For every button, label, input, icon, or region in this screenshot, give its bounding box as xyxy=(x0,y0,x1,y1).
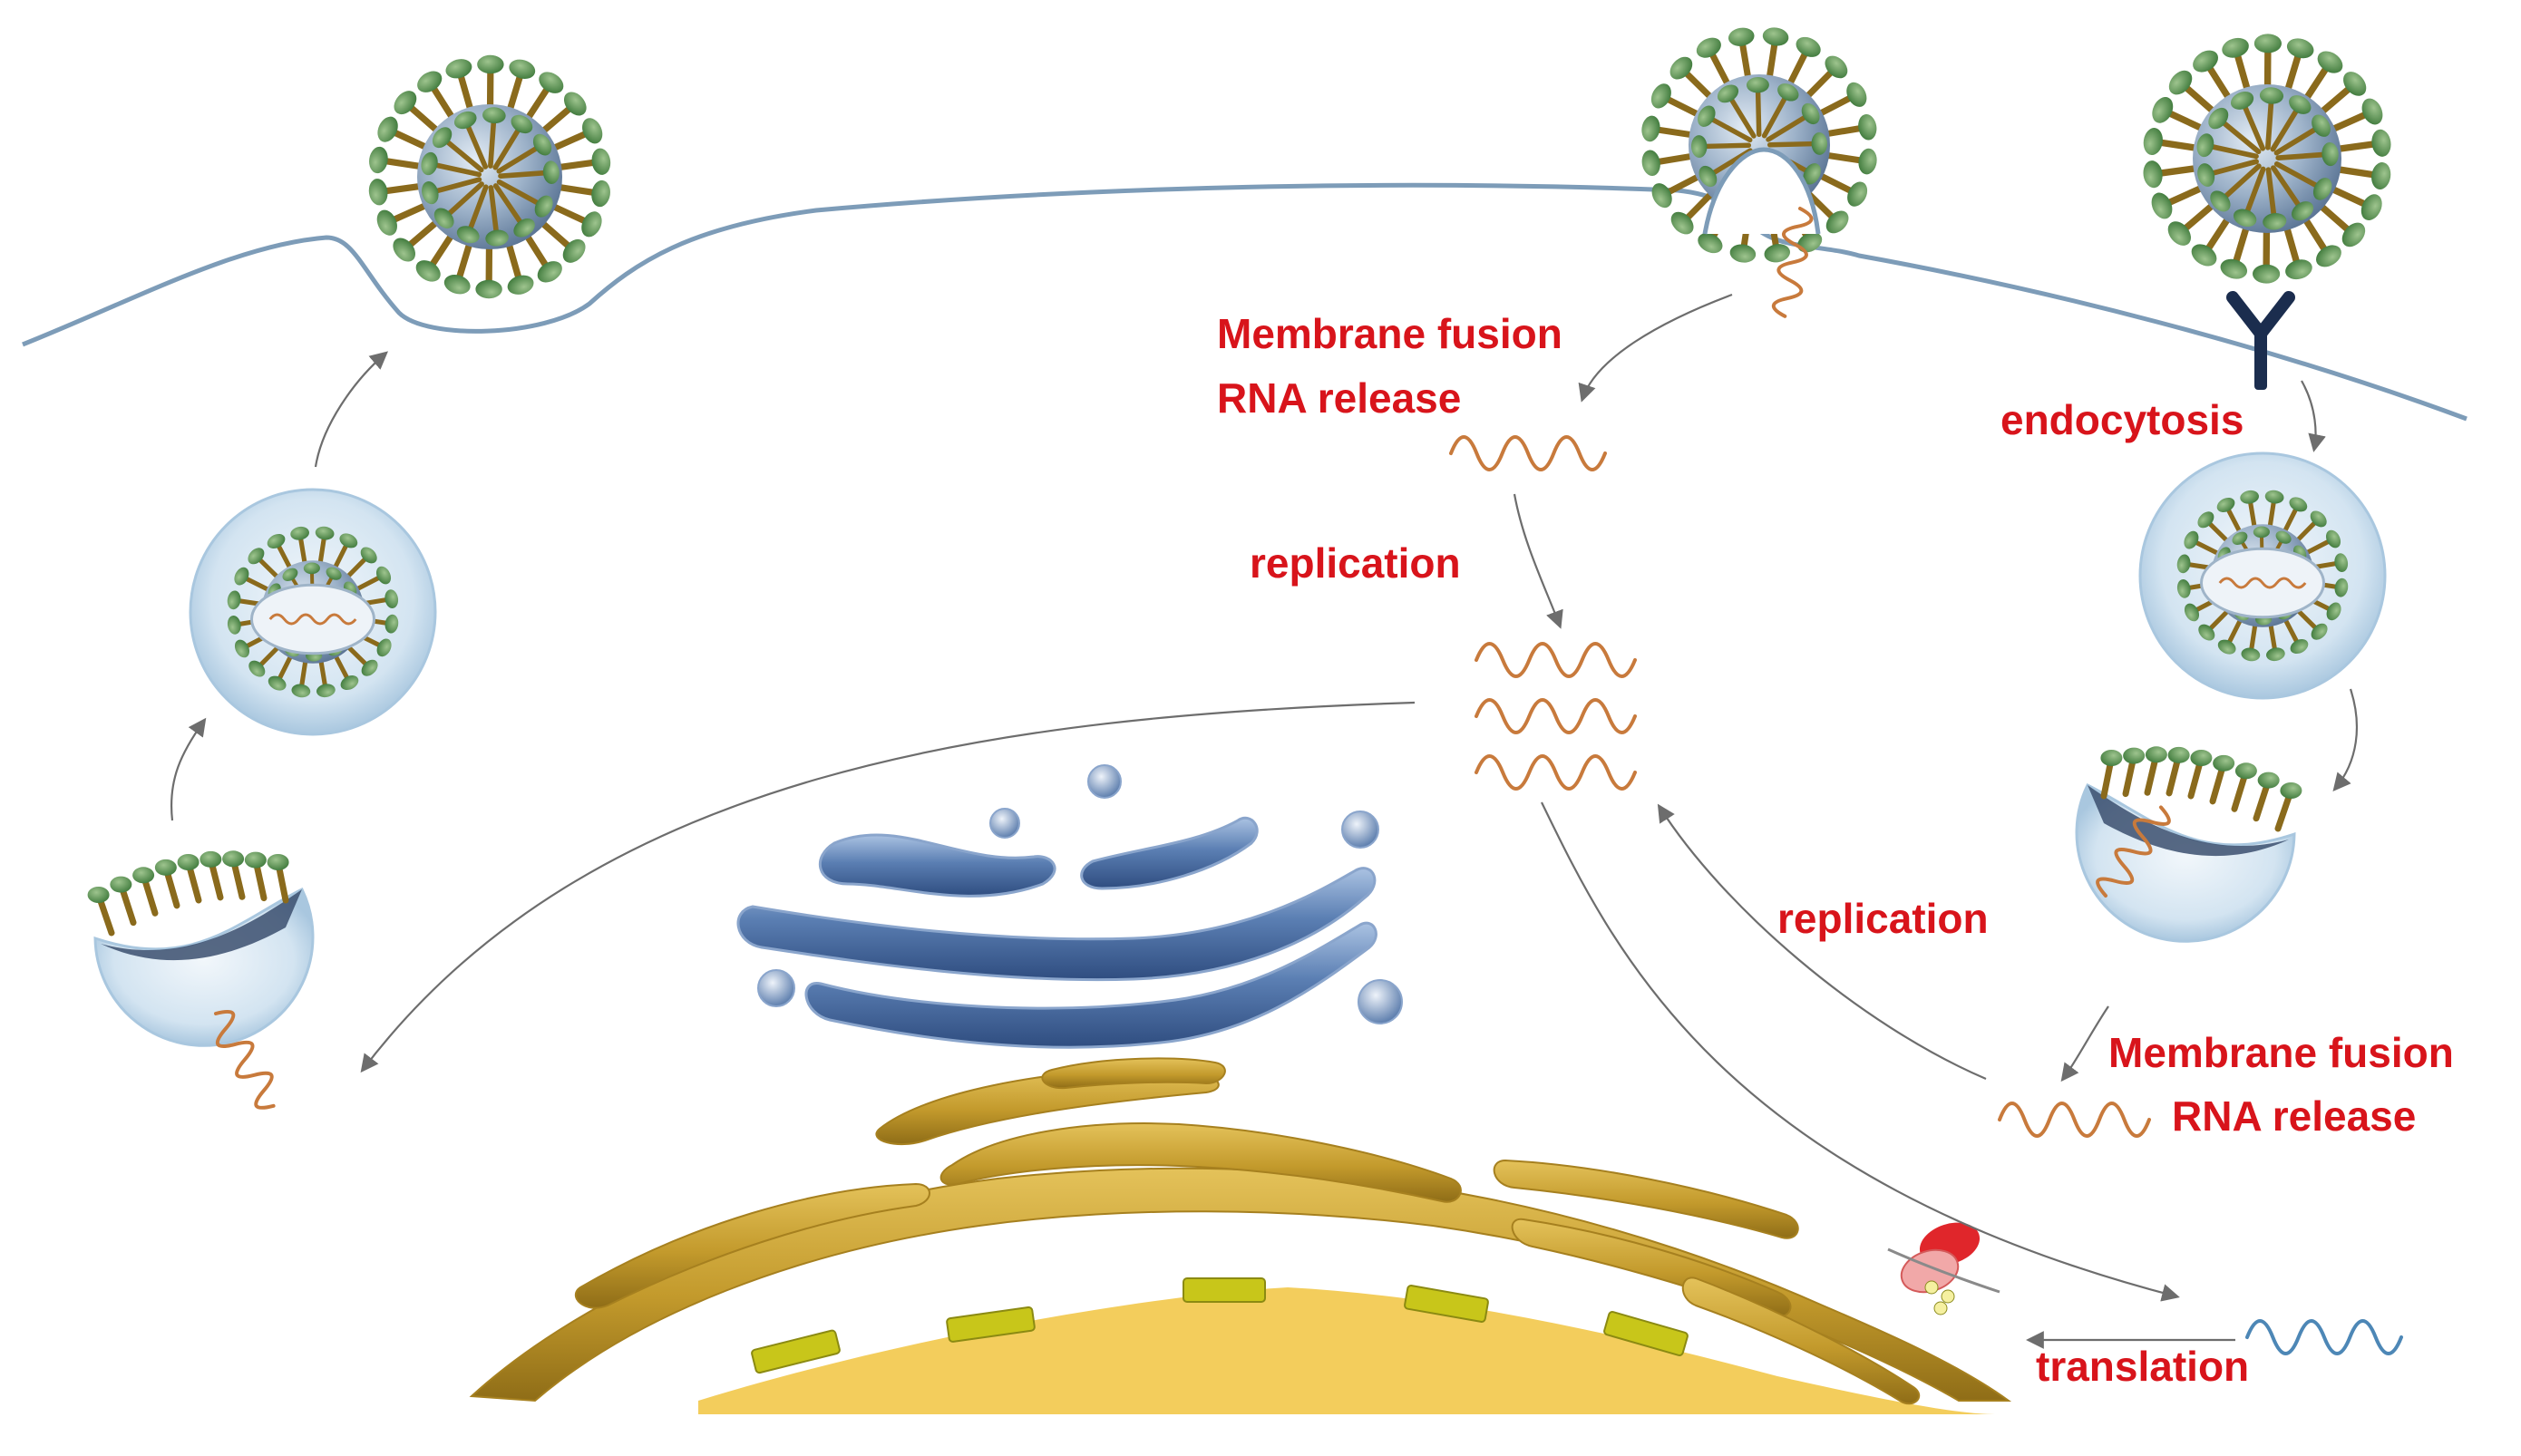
budding-virus xyxy=(368,54,611,299)
arrow-release-to-replication-right xyxy=(1657,803,1987,1081)
endocytosis-label: endocytosis xyxy=(2000,396,2244,443)
replication-label-right: replication xyxy=(1777,895,1989,942)
arrow-uncoating-to-release xyxy=(2060,1005,2109,1082)
translation-label: translation xyxy=(2036,1343,2250,1390)
rna-replicated-3 xyxy=(1475,754,1637,791)
arrow-release-to-replication xyxy=(1513,493,1563,629)
arrow-vesicle-to-budding xyxy=(314,351,389,468)
rna-translation xyxy=(2245,1319,2403,1355)
arrow-assembly-to-vesicle xyxy=(170,717,207,821)
receptor-icon xyxy=(2226,291,2295,390)
plasma-membrane xyxy=(22,182,2467,422)
arrow-vesicle-to-uncoating xyxy=(2332,688,2359,792)
arrow-replication-to-assembly xyxy=(360,701,1416,1073)
rna-replicated-1 xyxy=(1475,642,1637,678)
rna-release-label-bottom: RNA release xyxy=(2172,1092,2417,1140)
uncoating-vesicle-right xyxy=(2075,746,2302,943)
membrane-fusion-label-bottom: Membrane fusion xyxy=(2108,1029,2454,1076)
rna-in-pit xyxy=(1771,207,1814,318)
endoplasmic-reticulum xyxy=(469,1057,2012,1405)
fusion-pit xyxy=(1702,147,1821,235)
assembly-vesicle-left xyxy=(87,850,315,1047)
virus-vesicle-left xyxy=(189,488,437,736)
rna-released-top xyxy=(1449,435,1607,471)
rna-replicated-2 xyxy=(1475,698,1637,734)
ribosome-icon xyxy=(1887,1222,2000,1315)
virus-vesicle-right xyxy=(2138,451,2387,700)
nuclear-pores xyxy=(751,1277,1689,1374)
arrow-replication-to-translation xyxy=(1541,801,2180,1302)
arrow-receptor-to-vesicle xyxy=(2301,380,2326,452)
nucleus xyxy=(698,1287,1995,1414)
golgi-apparatus xyxy=(736,816,1377,1049)
rna-released-bottom xyxy=(1998,1102,2151,1138)
rna-release-label-top: RNA release xyxy=(1217,374,1462,422)
replication-label-top: replication xyxy=(1250,539,1461,587)
membrane-fusion-label-top: Membrane fusion xyxy=(1217,310,1562,357)
rna-uncoated-right xyxy=(2096,805,2171,898)
golgi-vesicles xyxy=(757,764,1403,1024)
cycle-arrows xyxy=(170,293,2359,1349)
arrow-pit-to-fusion xyxy=(1578,293,1733,403)
rna-assembly-left xyxy=(214,1009,276,1110)
attaching-virus xyxy=(2143,34,2391,284)
